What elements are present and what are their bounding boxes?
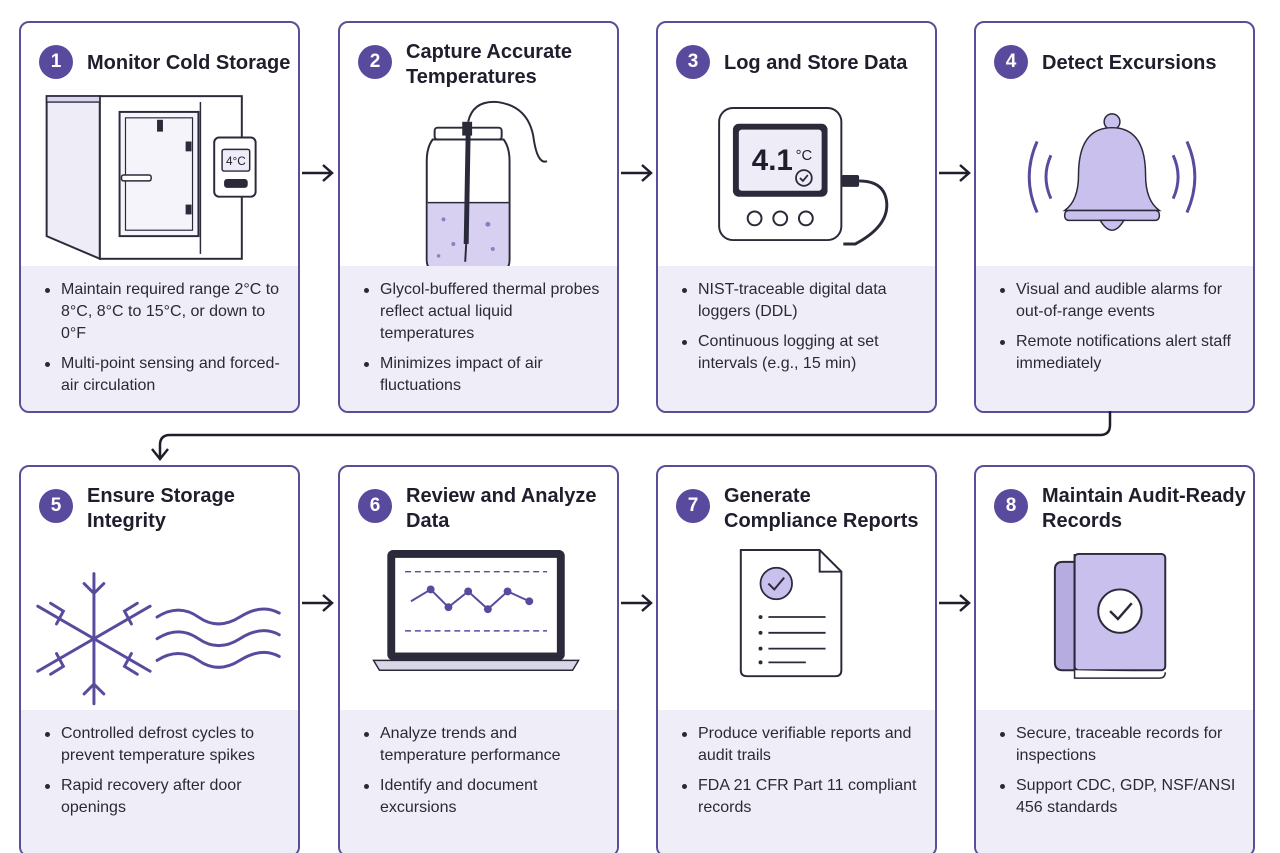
step-card-7: 7 Generate Compliance Reports Produce ve… bbox=[656, 465, 937, 853]
step-details: Controlled defrost cycles to prevent tem… bbox=[21, 710, 298, 853]
step-number-badge: 6 bbox=[358, 489, 392, 523]
arrow-right-icon bbox=[621, 594, 653, 612]
list-item: Controlled defrost cycles to prevent tem… bbox=[43, 723, 288, 767]
arrow-right-icon bbox=[939, 594, 971, 612]
laptop-chart-icon bbox=[372, 550, 580, 672]
step-card-3: 3 Log and Store Data 4.1 °C NIST-traceab… bbox=[656, 21, 937, 413]
step-details: Visual and audible alarms for out-of-ran… bbox=[976, 266, 1253, 411]
step-number-badge: 8 bbox=[994, 489, 1028, 523]
arrow-right-icon bbox=[939, 164, 971, 182]
arrow-right-icon bbox=[302, 594, 334, 612]
step-title: Log and Store Data bbox=[724, 52, 908, 74]
data-logger-icon: 4.1 °C bbox=[718, 106, 889, 246]
alarm-bell-icon bbox=[1027, 113, 1197, 231]
list-item: NIST-traceable digital data loggers (DDL… bbox=[680, 279, 925, 323]
step-details: Secure, traceable records for inspection… bbox=[976, 710, 1253, 853]
step-details: Glycol-buffered thermal probes reflect a… bbox=[340, 266, 617, 411]
step-number-badge: 5 bbox=[39, 489, 73, 523]
list-item: Glycol-buffered thermal probes reflect a… bbox=[362, 279, 607, 345]
step-number-badge: 1 bbox=[39, 45, 73, 79]
step-number-badge: 2 bbox=[358, 45, 392, 79]
step-title: Maintain Audit-Ready Records bbox=[1042, 485, 1246, 532]
list-item: Rapid recovery after door openings bbox=[43, 775, 288, 819]
step-card-5: 5 Ensure Storage Integrity Contro bbox=[19, 465, 300, 853]
step-title: Monitor Cold Storage bbox=[87, 52, 291, 74]
connector-arrow-icon bbox=[151, 411, 1112, 462]
arrow-right-icon bbox=[621, 164, 653, 182]
logger-unit: °C bbox=[796, 148, 813, 164]
records-binder-icon bbox=[1053, 552, 1167, 679]
step-details: Produce verifiable reports and audit tra… bbox=[658, 710, 935, 853]
step-number-badge: 7 bbox=[676, 489, 710, 523]
step-title: Generate Compliance Reports bbox=[724, 485, 919, 532]
list-item: Continuous logging at set intervals (e.g… bbox=[680, 331, 925, 375]
step-title: Detect Excursions bbox=[1042, 52, 1217, 74]
list-item: Maintain required range 2°C to 8°C, 8°C … bbox=[43, 279, 288, 345]
glycol-probe-jar-icon bbox=[425, 100, 548, 266]
step-number-badge: 3 bbox=[676, 45, 710, 79]
cooler-display-value: 4°C bbox=[226, 154, 246, 168]
list-item: Analyze trends and temperature performan… bbox=[362, 723, 607, 767]
list-item: Visual and audible alarms for out-of-ran… bbox=[998, 279, 1243, 323]
list-item: Minimizes impact of air fluctuations bbox=[362, 353, 607, 397]
list-item: Secure, traceable records for inspection… bbox=[998, 723, 1243, 767]
arrow-right-icon bbox=[302, 164, 334, 182]
step-card-8: 8 Maintain Audit-Ready Records Secure, t… bbox=[974, 465, 1255, 853]
step-details: Analyze trends and temperature performan… bbox=[340, 710, 617, 853]
report-document-icon bbox=[739, 549, 843, 678]
step-title: Capture Accurate Temperatures bbox=[406, 41, 572, 88]
snowflake-airflow-icon bbox=[36, 572, 281, 706]
step-title: Review and Analyze Data bbox=[406, 485, 597, 532]
step-card-2: 2 Capture Accurate Temperatures Glycol-b… bbox=[338, 21, 619, 413]
list-item: Identify and document excursions bbox=[362, 775, 607, 819]
step-card-6: 6 Review and Analyze Data Analyze trends… bbox=[338, 465, 619, 853]
list-item: Produce verifiable reports and audit tra… bbox=[680, 723, 925, 767]
step-title: Ensure Storage Integrity bbox=[87, 485, 235, 532]
walk-in-cooler-icon: 4°C bbox=[45, 95, 257, 261]
step-number-badge: 4 bbox=[994, 45, 1028, 79]
list-item: Multi-point sensing and forced-air circu… bbox=[43, 353, 288, 397]
list-item: Remote notifications alert staff immedia… bbox=[998, 331, 1243, 375]
list-item: Support CDC, GDP, NSF/ANSI 456 standards bbox=[998, 775, 1243, 819]
step-card-1: 1 Monitor Cold Storage 4°C Maintain requ… bbox=[19, 21, 300, 413]
logger-reading: 4.1 bbox=[752, 144, 793, 177]
step-card-4: 4 Detect Excursions Visual and audible a… bbox=[974, 21, 1255, 413]
step-details: Maintain required range 2°C to 8°C, 8°C … bbox=[21, 266, 298, 411]
list-item: FDA 21 CFR Part 11 compliant records bbox=[680, 775, 925, 819]
step-details: NIST-traceable digital data loggers (DDL… bbox=[658, 266, 935, 411]
